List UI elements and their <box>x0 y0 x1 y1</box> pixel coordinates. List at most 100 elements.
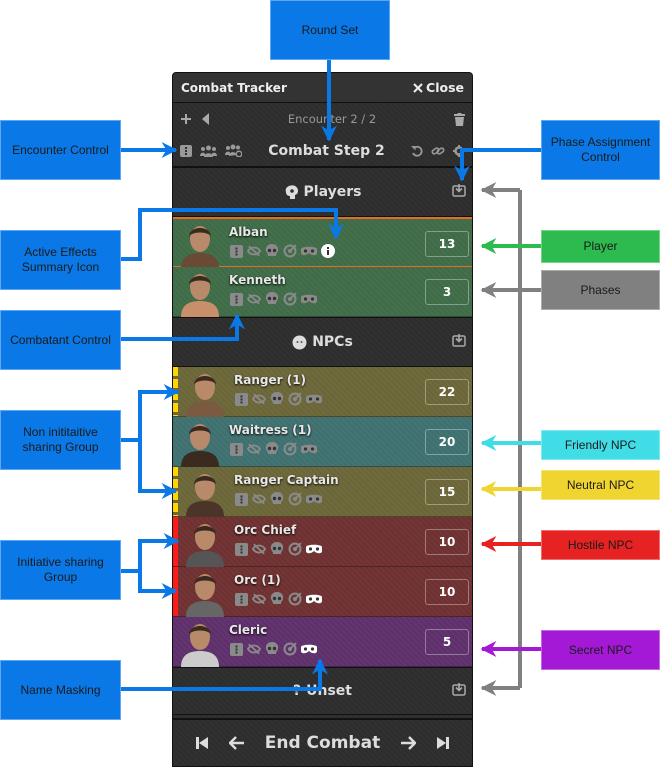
visibility-toggle[interactable] <box>247 292 261 306</box>
combatant-row[interactable]: Orc Chief 10 <box>173 517 472 567</box>
combatant-name[interactable]: Waitress (1) <box>229 423 312 437</box>
name-mask-toggle[interactable] <box>306 592 322 606</box>
target-toggle[interactable] <box>288 392 302 406</box>
combatant-portrait[interactable] <box>175 219 225 269</box>
last-turn-button[interactable] <box>436 736 450 750</box>
initiative-input[interactable]: 13 <box>425 231 469 257</box>
combatant-name[interactable]: Ranger Captain <box>234 473 339 487</box>
roll-all-button[interactable] <box>200 145 217 157</box>
initiative-input[interactable]: 10 <box>425 529 469 555</box>
phase-import-button[interactable] <box>452 682 466 700</box>
combatant-menu-button[interactable] <box>229 442 243 456</box>
combatant-name[interactable]: Kenneth <box>229 273 286 287</box>
visibility-toggle[interactable] <box>252 392 266 406</box>
initiative-input[interactable]: 3 <box>425 279 469 305</box>
phase-header-npcs[interactable]: NPCs <box>173 317 472 367</box>
defeated-toggle[interactable] <box>270 392 284 406</box>
visibility-toggle[interactable] <box>247 442 261 456</box>
combatant-portrait[interactable] <box>175 417 225 467</box>
target-toggle[interactable] <box>283 244 297 258</box>
visibility-toggle[interactable] <box>252 492 266 506</box>
target-toggle[interactable] <box>288 492 302 506</box>
combat-step-label[interactable]: Combat Step 2 <box>268 142 385 159</box>
combatant-menu-button[interactable] <box>234 392 248 406</box>
combatant-portrait[interactable] <box>175 267 225 317</box>
defeated-toggle[interactable] <box>270 542 284 556</box>
arrow-right-icon <box>401 736 417 750</box>
combatant-menu-button[interactable] <box>234 592 248 606</box>
next-turn-button[interactable] <box>400 736 417 750</box>
initiative-input[interactable]: 10 <box>425 579 469 605</box>
initiative-input[interactable]: 15 <box>425 479 469 505</box>
close-button[interactable]: Close <box>413 80 464 95</box>
target-toggle[interactable] <box>283 642 297 656</box>
combatant-portrait[interactable] <box>180 467 230 517</box>
combatant-row[interactable]: Orc (1) 10 <box>173 567 472 617</box>
combatant-menu-button[interactable] <box>234 542 248 556</box>
combatant-portrait[interactable] <box>180 517 230 567</box>
combatant-row[interactable]: Waitress (1) 20 <box>173 417 472 467</box>
initiative-input[interactable]: 5 <box>425 629 469 655</box>
combatant-row[interactable]: Ranger (1) 22 <box>173 367 472 417</box>
combatant-portrait[interactable] <box>180 567 230 617</box>
defeated-toggle[interactable] <box>265 244 279 258</box>
link-button[interactable] <box>431 145 445 157</box>
encounter-menu-button[interactable] <box>180 144 192 157</box>
name-mask-toggle[interactable] <box>306 392 322 406</box>
phase-import-button[interactable] <box>452 333 466 351</box>
previous-turn-button[interactable] <box>228 736 245 750</box>
callout-active-effects: Active Effects Summary Icon <box>0 230 121 290</box>
combatant-portrait[interactable] <box>175 617 225 667</box>
target-toggle[interactable] <box>288 592 302 606</box>
combatant-portrait[interactable] <box>180 367 230 417</box>
eye-slash-icon <box>252 393 266 405</box>
users-settings-button[interactable] <box>225 144 242 157</box>
combatant-name[interactable]: Orc Chief <box>234 523 297 537</box>
title-bar[interactable]: Combat Tracker Close <box>173 73 472 103</box>
combatant-row[interactable]: Ranger Captain 15 <box>173 467 472 517</box>
skull-icon <box>270 592 284 604</box>
defeated-toggle[interactable] <box>270 492 284 506</box>
phase-header-unset[interactable]: ? Unset <box>173 667 472 715</box>
name-mask-toggle[interactable] <box>301 442 317 456</box>
add-encounter-button[interactable] <box>180 113 192 125</box>
delete-encounter-button[interactable] <box>454 112 465 126</box>
name-mask-toggle[interactable] <box>306 492 322 506</box>
combatant-menu-button[interactable] <box>229 244 243 258</box>
combatant-row[interactable]: Kenneth 3 <box>173 267 472 317</box>
combatant-name[interactable]: Orc (1) <box>234 573 281 587</box>
defeated-toggle[interactable] <box>265 292 279 306</box>
visibility-toggle[interactable] <box>252 542 266 556</box>
target-toggle[interactable] <box>283 292 297 306</box>
combatant-name[interactable]: Cleric <box>229 623 268 637</box>
combatant-menu-button[interactable] <box>234 492 248 506</box>
phase-settings-button[interactable] <box>453 144 465 157</box>
end-combat-button[interactable]: End Combat <box>264 733 381 753</box>
defeated-toggle[interactable] <box>270 592 284 606</box>
combatant-menu-button[interactable] <box>229 642 243 656</box>
name-mask-toggle[interactable] <box>301 642 317 656</box>
visibility-toggle[interactable] <box>252 592 266 606</box>
face-icon <box>292 335 307 349</box>
name-mask-toggle[interactable] <box>301 292 317 306</box>
visibility-toggle[interactable] <box>247 642 261 656</box>
combatant-name[interactable]: Ranger (1) <box>234 373 307 387</box>
name-mask-toggle[interactable] <box>306 542 322 556</box>
initiative-input[interactable]: 22 <box>425 379 469 405</box>
combatant-menu-button[interactable] <box>229 292 243 306</box>
phase-header-players[interactable]: Players <box>173 167 472 217</box>
combatant-row[interactable]: Cleric 5 <box>173 617 472 667</box>
defeated-toggle[interactable] <box>265 442 279 456</box>
target-toggle[interactable] <box>283 442 297 456</box>
reset-button[interactable] <box>411 145 423 157</box>
target-toggle[interactable] <box>288 542 302 556</box>
initiative-input[interactable]: 20 <box>425 429 469 455</box>
name-mask-toggle[interactable] <box>301 244 317 258</box>
first-turn-button[interactable] <box>195 736 209 750</box>
defeated-toggle[interactable] <box>265 642 279 656</box>
phase-import-button[interactable] <box>452 183 466 201</box>
active-effects-button[interactable] <box>321 244 335 258</box>
visibility-toggle[interactable] <box>247 244 261 258</box>
previous-encounter-button[interactable] <box>202 113 210 125</box>
